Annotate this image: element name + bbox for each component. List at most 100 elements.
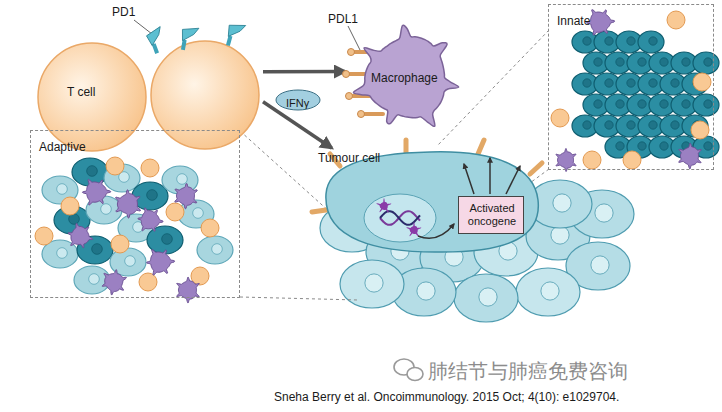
cell-nucleus	[616, 58, 624, 66]
receptor-head	[343, 71, 350, 78]
cell-body	[693, 94, 719, 116]
tumour-body	[326, 152, 538, 252]
t-cell-small	[111, 235, 129, 253]
oncogene-box: Activated oncogene	[458, 196, 524, 234]
mutation-mark	[376, 198, 391, 213]
watermark: 肺结节与肺癌免费咨询	[428, 358, 628, 385]
cell	[197, 236, 233, 264]
cell-nucleus	[638, 142, 646, 150]
pdl1-receptor	[343, 71, 369, 78]
macrophage-small	[116, 190, 141, 218]
cell-nucleus	[193, 208, 204, 219]
cell-nucleus	[162, 234, 173, 245]
cell-nucleus	[649, 37, 657, 45]
cell-nucleus	[649, 79, 657, 87]
cell-nucleus	[660, 58, 668, 66]
cell-nucleus	[147, 190, 158, 201]
cell-body	[638, 31, 664, 53]
cell-body	[197, 236, 233, 264]
cell-nucleus	[627, 79, 635, 87]
cell-nucleus	[541, 282, 559, 300]
macrophage-small	[177, 277, 200, 303]
macrophage: Macrophage	[345, 22, 463, 132]
mutation-mark	[406, 222, 421, 237]
leader-line	[348, 26, 360, 50]
cell-nucleus	[177, 174, 188, 185]
pdl1-receptor	[358, 111, 384, 118]
pd1-receptor	[224, 21, 246, 48]
t-cell-small	[667, 11, 685, 29]
cell-nucleus	[583, 37, 591, 45]
receptor-head	[348, 49, 355, 56]
receptor-label: PDL1	[328, 12, 358, 26]
t-cell-small	[61, 197, 79, 215]
pdl1-receptor	[478, 140, 484, 154]
panel-heading: Innate	[557, 15, 590, 29]
cell-nucleus	[591, 256, 609, 274]
pdl1-receptor	[530, 163, 542, 174]
wechat-icon	[394, 359, 423, 381]
cell-nucleus	[704, 100, 712, 108]
cell-nucleus	[417, 282, 435, 300]
cell-nucleus	[57, 184, 68, 195]
cell	[693, 52, 719, 74]
cell-nucleus	[479, 288, 497, 306]
receptor-head	[145, 27, 165, 47]
cell-nucleus	[101, 204, 112, 215]
pd1-receptor	[179, 25, 199, 51]
cell-nucleus	[605, 121, 613, 129]
t-cell-body	[38, 43, 146, 151]
citation: Sneha Berry et al. Oncoimmunology. 2015 …	[274, 390, 619, 404]
t-cell: T cell	[35, 38, 263, 154]
node-label: Macrophage	[371, 72, 438, 86]
cell-nucleus	[605, 79, 613, 87]
cell-body	[693, 52, 719, 74]
t-cell-small	[166, 203, 184, 221]
node-label: IFNγ	[286, 97, 309, 110]
cytokine-oval: IFNγ	[276, 90, 320, 110]
cell-body	[516, 268, 580, 316]
arrow-connector	[263, 70, 345, 74]
cell-nucleus	[682, 100, 690, 108]
macrophage-small	[587, 10, 615, 36]
t-cell-small	[551, 109, 569, 127]
zoom-panel: Adaptive	[30, 130, 240, 298]
t-cell-small	[139, 273, 157, 291]
cell-nucleus	[594, 100, 602, 108]
cell	[454, 274, 518, 322]
node-label: T cell	[67, 86, 95, 100]
t-cell-body	[151, 41, 259, 149]
cell-nucleus	[594, 58, 602, 66]
tumour-cell: Activated oncogene Tumour cell	[318, 148, 546, 256]
node-label: Tumour cell	[318, 152, 380, 166]
cell-nucleus	[616, 142, 624, 150]
cell-nucleus	[92, 244, 103, 255]
cell-body	[340, 260, 404, 308]
t-cell-small	[583, 151, 601, 169]
zoom-panel: Innate	[548, 4, 714, 170]
pdl1-receptor	[312, 210, 326, 212]
cell-nucleus	[87, 166, 98, 177]
t-cell-small	[106, 157, 124, 175]
nucleus	[364, 194, 436, 242]
macrophage-small	[556, 148, 576, 171]
macrophage-small	[147, 250, 175, 275]
receptor-label: PD1	[112, 5, 135, 19]
cell-nucleus	[212, 244, 223, 255]
t-cell-small	[141, 159, 159, 177]
receptor-stem	[363, 112, 383, 116]
cell-nucleus	[627, 37, 635, 45]
leader-line	[134, 20, 152, 34]
cell-nucleus	[616, 100, 624, 108]
cell-nucleus	[682, 58, 690, 66]
receptor-head	[226, 21, 245, 40]
signal-arrow	[506, 166, 520, 194]
leader-lines	[134, 20, 360, 50]
macrophage-small	[679, 143, 702, 169]
cell-nucleus	[551, 226, 569, 244]
macrophage-small	[175, 183, 197, 208]
macrophage-small	[102, 270, 126, 295]
cell-nucleus	[638, 100, 646, 108]
t-cell-small	[691, 121, 709, 139]
cell-nucleus	[605, 37, 613, 45]
